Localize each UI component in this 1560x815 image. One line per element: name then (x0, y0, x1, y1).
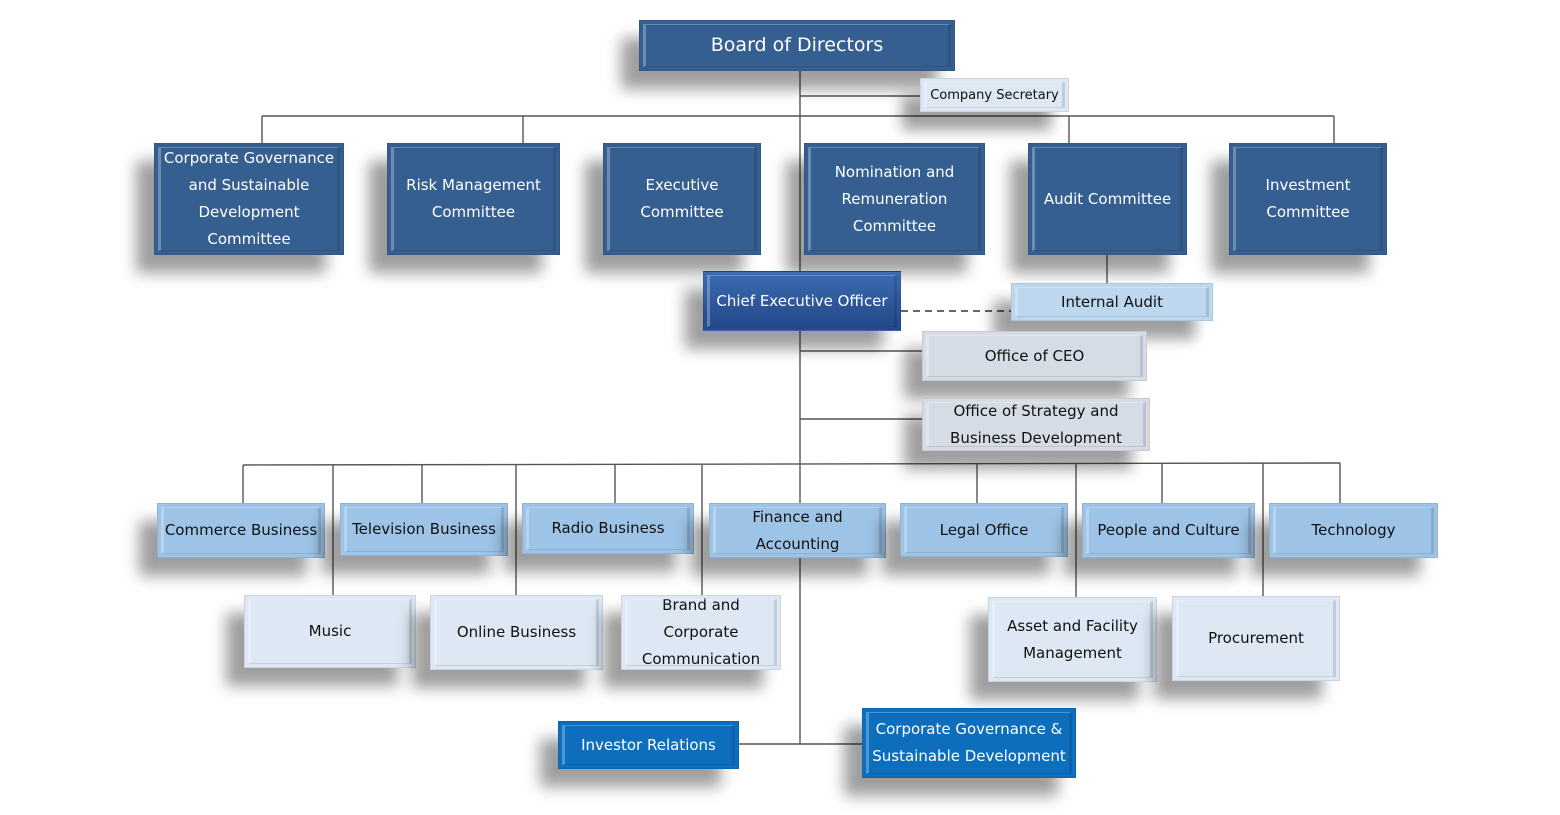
dept-television-business: Television Business (340, 503, 508, 556)
committee-label: Investment Committee (1265, 176, 1351, 221)
committee-nomination-remuneration: Nomination and Remuneration Committee (804, 143, 985, 255)
committee-audit: Audit Committee (1028, 143, 1187, 255)
committee-cg-sd: Corporate Governance and Sustainable Dev… (154, 143, 344, 255)
board-of-directors-box: Board of Directors (639, 20, 955, 71)
committee-label: Corporate Governance and Sustainable Dev… (163, 149, 335, 248)
unit-asset-facility-management: Asset and Facility Management (988, 597, 1157, 682)
office-of-ceo-box: Office of CEO (922, 331, 1147, 381)
investor-relations-box: Investor Relations (558, 721, 739, 769)
committee-label: Executive Committee (640, 176, 724, 221)
committee-label: Nomination and Remuneration Committee (834, 162, 955, 235)
department-label: People and Culture (1097, 521, 1240, 539)
company-secretary-box: Company Secretary (920, 78, 1069, 112)
committee-risk-management: Risk Management Committee (387, 143, 560, 255)
committee-executive: Executive Committee (603, 143, 761, 255)
department-label: Television Business (352, 520, 496, 538)
internal-audit-box: Internal Audit (1011, 283, 1213, 321)
dept-finance-accounting: Finance and Accounting (709, 503, 886, 558)
department-label: Radio Business (551, 519, 665, 537)
office-label: Office of CEO (984, 346, 1085, 365)
unit-online-business: Online Business (430, 595, 603, 670)
connector-department-bar (242, 462, 1341, 466)
department-label: Technology (1311, 521, 1396, 539)
office-of-strategy-box: Office of Strategy and Business Developm… (922, 398, 1150, 451)
committee-label: Audit Committee (1043, 189, 1172, 208)
unit-brand-corporate-communication: Brand and Corporate Communication (621, 595, 781, 670)
dept-technology: Technology (1269, 503, 1438, 558)
sub-unit-label: Asset and Facility Management (1007, 616, 1138, 662)
office-label: Office of Strategy and Business Developm… (950, 401, 1122, 447)
department-label: Finance and Accounting (752, 507, 843, 553)
unit-procurement: Procurement (1172, 596, 1340, 681)
ceo-label: Chief Executive Officer (716, 291, 888, 310)
sub-unit-label: Music (308, 622, 352, 640)
ceo-support-label: Investor Relations (581, 735, 716, 754)
board-of-directors-label: Board of Directors (710, 34, 884, 56)
company-secretary-label: Company Secretary (930, 87, 1059, 103)
sub-unit-label: Procurement (1208, 629, 1304, 647)
dept-people-culture: People and Culture (1082, 503, 1255, 558)
unit-music: Music (244, 595, 416, 668)
committee-label: Risk Management Committee (406, 176, 541, 221)
ceo-box: Chief Executive Officer (703, 271, 901, 331)
dept-radio-business: Radio Business (522, 503, 694, 554)
committee-investment: Investment Committee (1229, 143, 1387, 255)
dept-commerce-business: Commerce Business (157, 503, 325, 558)
cg-sustainable-development-box: Corporate Governance & Sustainable Devel… (862, 708, 1076, 778)
sub-unit-label: Online Business (456, 623, 577, 641)
department-label: Legal Office (939, 520, 1029, 539)
ceo-support-label: Corporate Governance & Sustainable Devel… (872, 720, 1066, 765)
department-label: Commerce Business (164, 521, 318, 539)
internal-audit-label: Internal Audit (1061, 292, 1163, 311)
sub-unit-label: Brand and Corporate Communication (641, 596, 761, 668)
dept-legal-office: Legal Office (900, 503, 1068, 557)
